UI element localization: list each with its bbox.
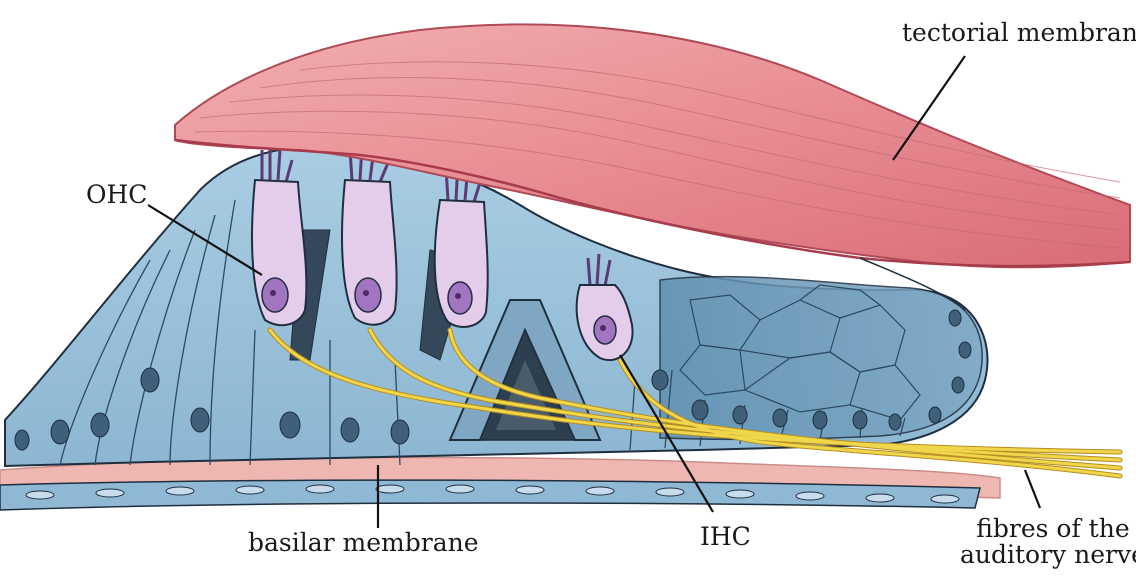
label-basilar-membrane: basilar membrane bbox=[248, 530, 479, 556]
basilar-membrane bbox=[0, 457, 1000, 510]
label-fibres-line2: auditory nerve bbox=[960, 542, 1136, 568]
label-tectorial-membrane: tectorial membrane bbox=[902, 20, 1136, 46]
label-fibres-line1: fibres of the bbox=[960, 516, 1136, 542]
label-ihc: IHC bbox=[700, 524, 751, 550]
label-ohc: OHC bbox=[86, 182, 147, 208]
leader-fibres bbox=[1025, 470, 1040, 508]
label-fibres-auditory-nerve: fibres of the auditory nerve bbox=[960, 516, 1136, 569]
